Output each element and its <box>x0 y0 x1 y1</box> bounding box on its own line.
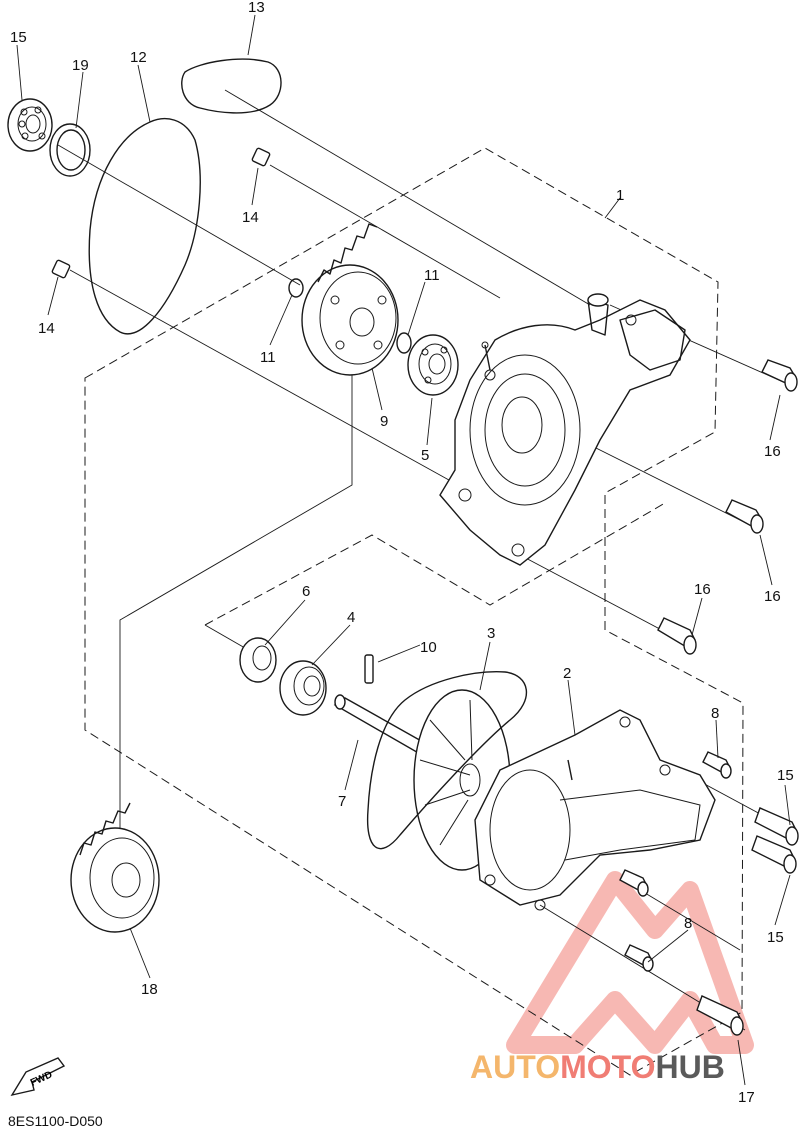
callout-18: 15 <box>10 29 27 46</box>
pin-10 <box>364 654 374 684</box>
watermark-text: AUTOMOTOHUB <box>470 1049 725 1086</box>
callout-17: 18 <box>141 981 158 998</box>
callout-leaders <box>16 14 791 1086</box>
lower-assembly-outline <box>204 624 246 649</box>
o-ring-3 <box>366 671 527 850</box>
circlip-11-right <box>396 332 412 354</box>
watermark-logo <box>506 871 754 1054</box>
callout-8-top: 8 <box>711 705 719 722</box>
callout-5: 5 <box>421 447 429 464</box>
bolt-15-middle <box>751 835 797 874</box>
bolt-16-top <box>761 359 798 392</box>
callout-numbers: 15 19 12 13 14 14 11 11 9 5 1 16 16 16 6… <box>10 0 794 1106</box>
bolt-15-top <box>754 807 799 846</box>
callout-6: 6 <box>302 583 310 600</box>
bolt-15-bottom <box>696 995 744 1036</box>
drawing-code: 8ES1100-D050 <box>8 1113 103 1129</box>
fwd-arrow-icon: FWD <box>10 1057 66 1097</box>
callout-3: 3 <box>487 625 495 642</box>
callout-15-bottom: 17 <box>738 1089 755 1106</box>
callout-11-right: 11 <box>424 267 440 284</box>
callout-14-left: 14 <box>38 320 55 337</box>
callout-15-top: 15 <box>777 767 794 784</box>
cover-assembly-outline <box>84 147 744 1076</box>
bearing-18 <box>7 98 53 152</box>
callout-8-middle: 8 <box>684 915 692 932</box>
dowel-pin-14-left <box>51 259 71 279</box>
circlip-11-left <box>288 278 304 298</box>
o-ring-13 <box>181 58 282 114</box>
watermark-part3: HUB <box>655 1049 725 1085</box>
callout-16-middle: 16 <box>764 588 781 605</box>
callout-9: 9 <box>380 413 388 430</box>
callout-1: 1 <box>616 187 624 204</box>
callout-15-middle: 15 <box>767 929 784 946</box>
watermark-part2: MOTO <box>560 1049 656 1085</box>
pump-cover-1 <box>439 293 691 566</box>
callout-13: 13 <box>248 0 265 16</box>
bolt-8-middle <box>619 869 649 897</box>
callout-7: 7 <box>338 793 346 810</box>
callout-16-lower: 16 <box>694 581 711 598</box>
bolt-16-lower <box>657 617 697 655</box>
gasket-12 <box>88 118 201 335</box>
bearing-5 <box>407 334 459 396</box>
callout-12: 12 <box>130 49 147 66</box>
gear-link-outline <box>119 375 353 830</box>
callout-14-top: 14 <box>242 209 259 226</box>
oil-seal-6 <box>239 637 277 683</box>
pump-subassembly-outline <box>204 502 666 626</box>
circlip-19 <box>49 123 91 177</box>
dowel-pin-14-top <box>251 147 271 167</box>
callout-10: 10 <box>420 639 437 656</box>
bolt-16-middle <box>725 499 764 534</box>
watermark-part1: AUTO <box>470 1049 561 1085</box>
callout-19: 19 <box>72 57 89 74</box>
bolt-8-top <box>702 751 732 779</box>
mechanical-seal-4 <box>279 660 327 716</box>
callout-16-top: 16 <box>764 443 781 460</box>
callout-4: 4 <box>347 609 355 626</box>
drive-gear-9 <box>301 223 399 376</box>
bolt-8-lower <box>624 944 654 972</box>
pump-gear-17 <box>70 802 160 933</box>
callout-11-left: 11 <box>260 349 276 366</box>
pump-housing-2 <box>474 709 716 911</box>
callout-2: 2 <box>563 665 571 682</box>
